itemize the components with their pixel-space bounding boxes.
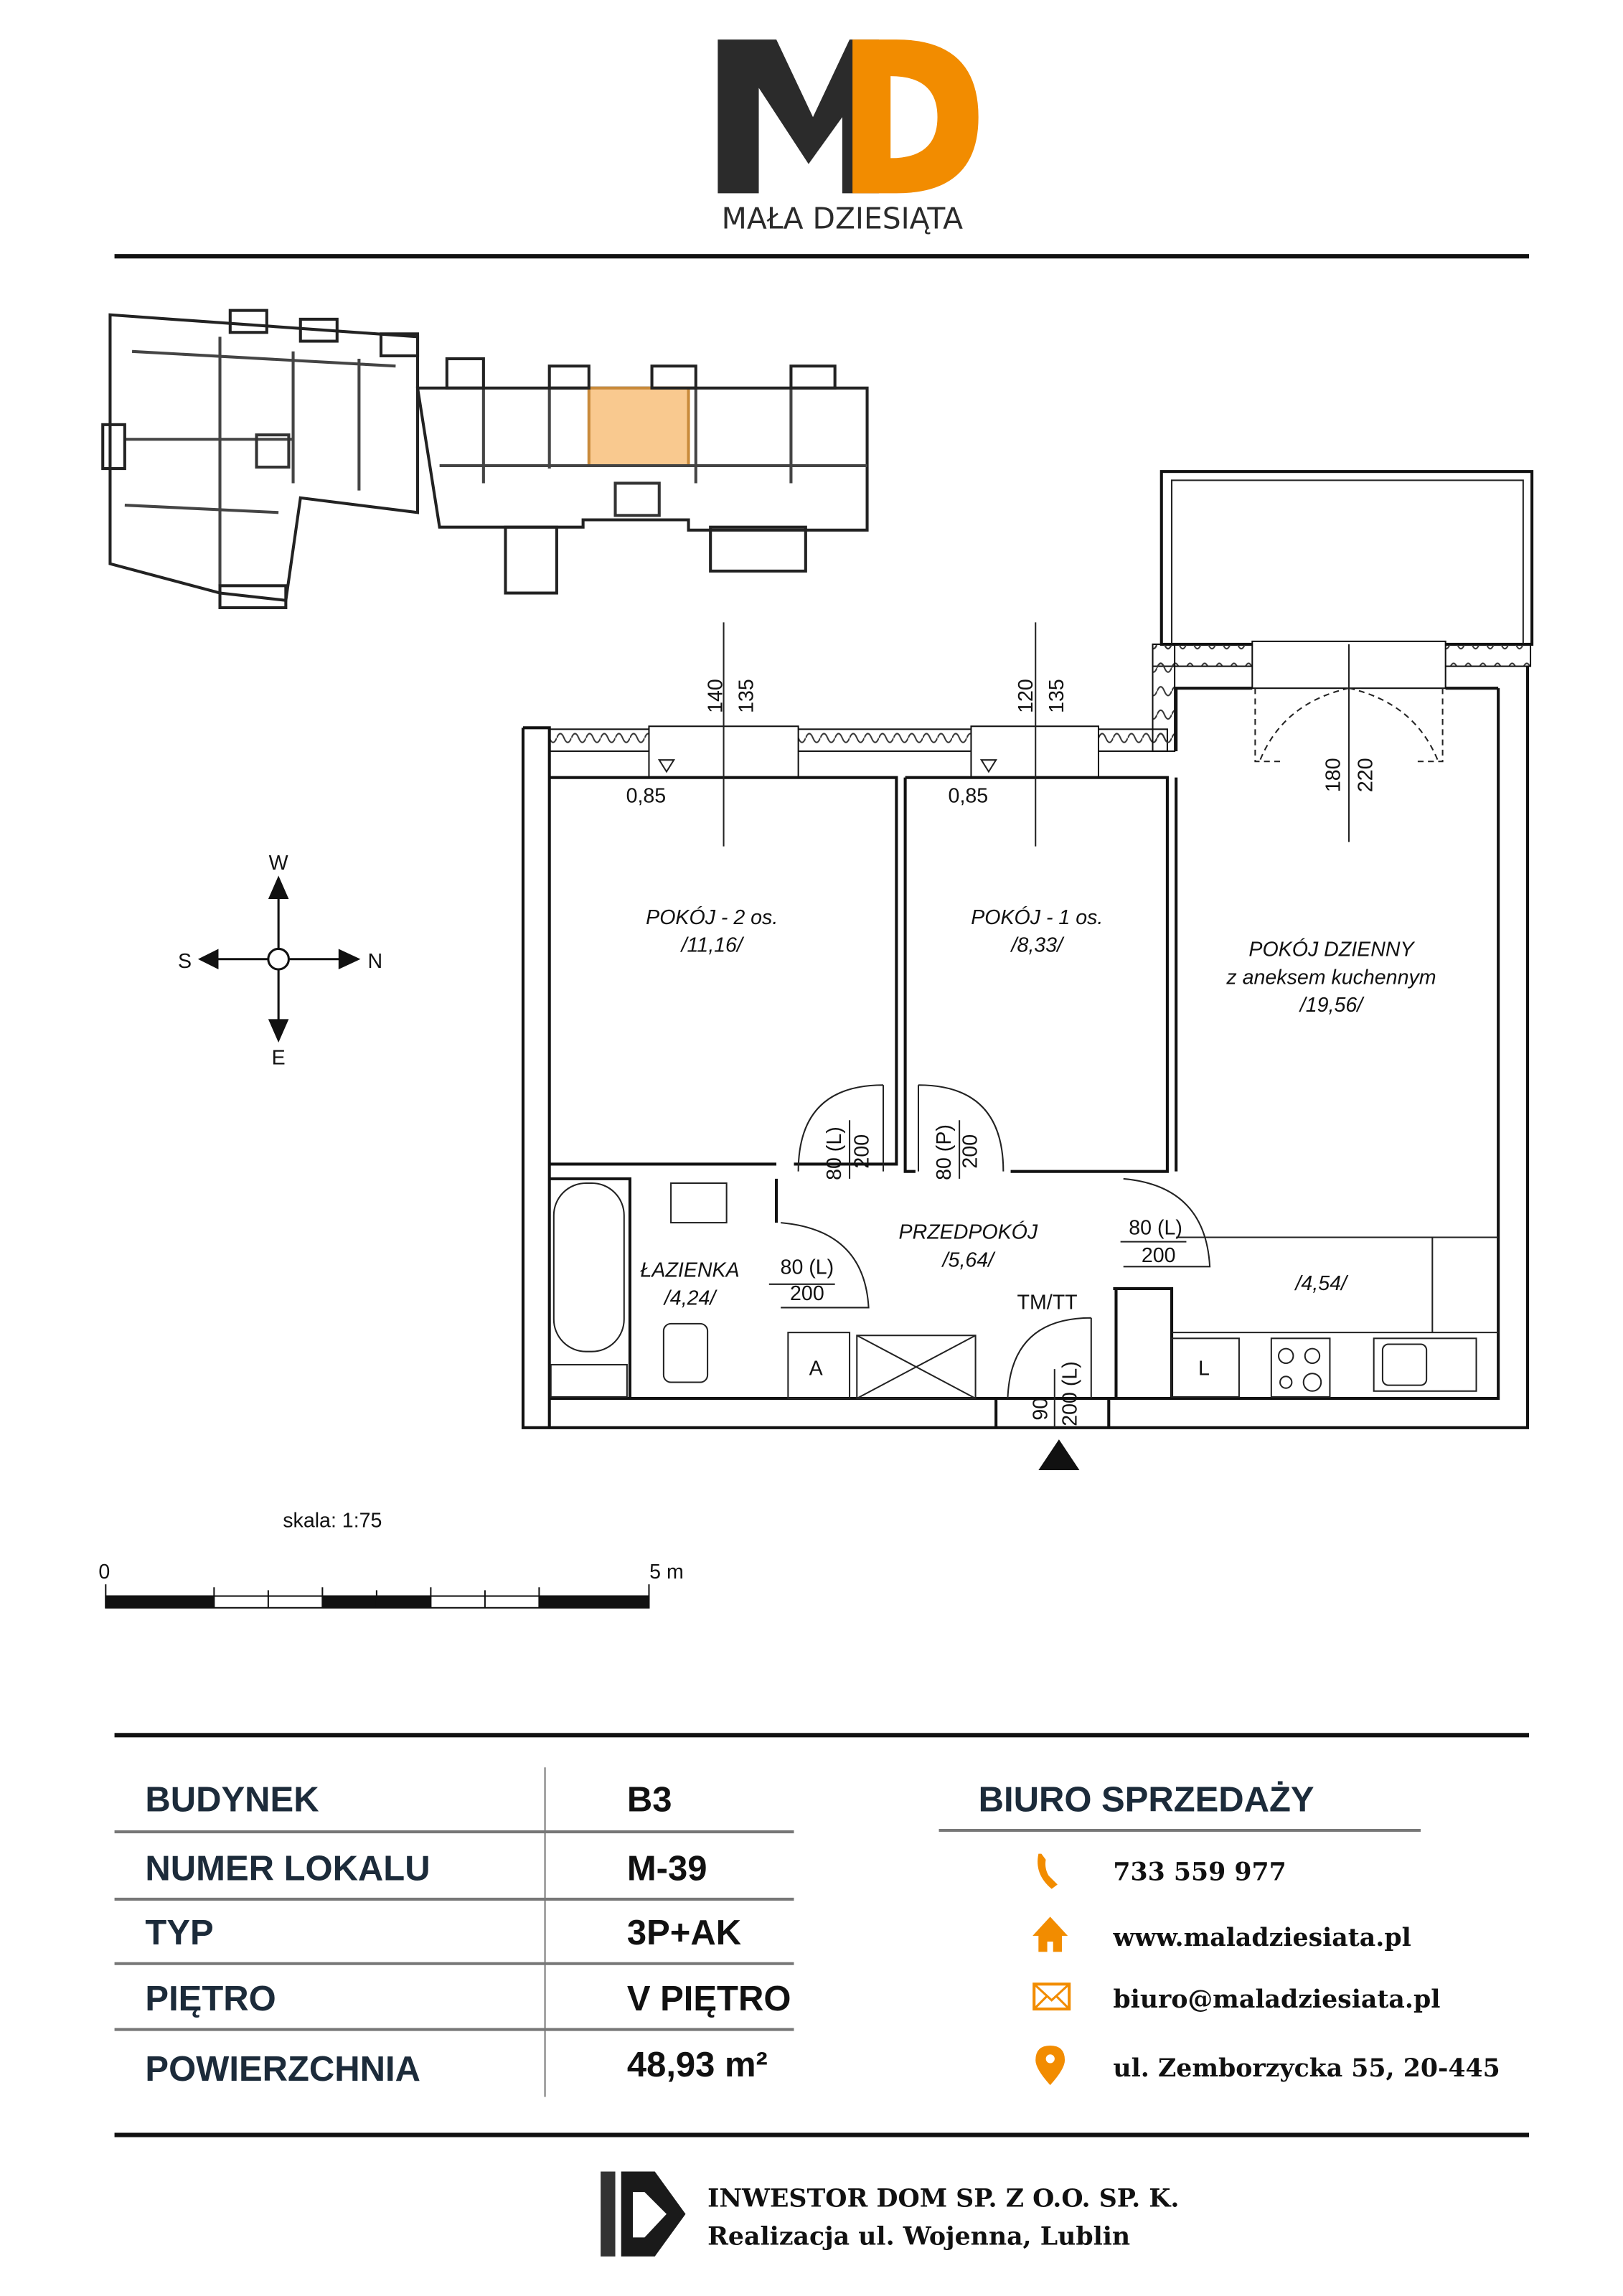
appliance-l-label: L bbox=[1198, 1357, 1210, 1380]
appliance-a-label: A bbox=[809, 1357, 823, 1380]
info-label: POWIERZCHNIA bbox=[145, 2050, 420, 2089]
shaft bbox=[856, 1335, 977, 1399]
window-height: 135 bbox=[735, 679, 758, 713]
room-label: POKÓJ DZIENNY bbox=[1248, 938, 1415, 961]
cooktop bbox=[1270, 1337, 1331, 1398]
room-label: POKÓJ - 2 os. bbox=[646, 905, 778, 929]
fridge bbox=[1171, 1337, 1240, 1398]
room-area: /19,56/ bbox=[1299, 994, 1365, 1017]
door-width: 80 (L) bbox=[781, 1256, 834, 1279]
compass-south: S bbox=[178, 950, 192, 973]
door-width: 80 (P) bbox=[933, 1124, 956, 1180]
contact-website[interactable]: www.maladziesiata.pl bbox=[1112, 1923, 1411, 1952]
toilet bbox=[662, 1322, 709, 1383]
brand-name: MAŁA DZIESIĄTA bbox=[722, 201, 964, 235]
contact-phone[interactable]: 733 559 977 bbox=[1113, 1857, 1286, 1886]
contact-address: ul. Zemborzycka 55, 20-445 bbox=[1113, 2053, 1500, 2083]
window-sill: 0,85 bbox=[949, 784, 989, 807]
info-value: 48,93 m² bbox=[627, 2046, 768, 2084]
door-height: 200 (L) bbox=[1058, 1361, 1081, 1426]
scale-bar: skala: 1:75 0 5 m bbox=[98, 1510, 684, 1609]
window-width: 120 bbox=[1015, 679, 1038, 713]
info-value: B3 bbox=[627, 1780, 672, 1819]
room-area: /11,16/ bbox=[680, 934, 745, 957]
tmtt-label: TM/TT bbox=[1017, 1291, 1078, 1314]
info-value: M-39 bbox=[627, 1849, 707, 1888]
door-height: 200 bbox=[959, 1134, 982, 1169]
brand-logo: MAŁA DZIESIĄTA bbox=[718, 39, 979, 235]
compass-rose: W E S N bbox=[178, 852, 382, 1069]
info-label: PIĘTRO bbox=[145, 1980, 276, 2018]
window-sill: 0,85 bbox=[626, 784, 667, 807]
compass-east: E bbox=[272, 1047, 286, 1070]
door-width: 80 (L) bbox=[823, 1126, 846, 1180]
window-height: 135 bbox=[1045, 679, 1068, 713]
mail-icon bbox=[1032, 1982, 1071, 2011]
door-height: 200 bbox=[851, 1134, 874, 1169]
phone-icon bbox=[1038, 1853, 1058, 1889]
info-label: NUMER LOKALU bbox=[145, 1849, 430, 1888]
kitchen-sink bbox=[1373, 1337, 1477, 1392]
balcony bbox=[1159, 470, 1534, 646]
apartment-floor-plan: POKÓJ - 2 os. /11,16/ POKÓJ - 1 os. /8,3… bbox=[521, 470, 1534, 1470]
entrance-arrow-icon bbox=[1038, 1439, 1080, 1470]
door-width: 80 (L) bbox=[1129, 1216, 1182, 1239]
room-area: /4,54/ bbox=[1294, 1272, 1349, 1295]
apartment-info-table: BUDYNEK B3 NUMER LOKALU M-39 TYP 3P+AK P… bbox=[114, 1767, 794, 2097]
door-height: 200 bbox=[1142, 1244, 1176, 1267]
room-area: /4,24/ bbox=[663, 1286, 718, 1309]
window-width: 140 bbox=[705, 679, 728, 713]
room-label: PRZEDPOKÓJ bbox=[899, 1220, 1038, 1244]
sales-title: BIURO SPRZEDAŻY bbox=[979, 1780, 1314, 1819]
home-icon bbox=[1032, 1916, 1068, 1952]
room-sublabel: z aneksem kuchennym bbox=[1226, 966, 1436, 989]
room-label: POKÓJ - 1 os. bbox=[971, 905, 1103, 929]
door-height: 200 bbox=[790, 1282, 824, 1305]
info-value: 3P+AK bbox=[627, 1914, 741, 1952]
contact-email[interactable]: biuro@maladziesiata.pl bbox=[1113, 1985, 1440, 2014]
room-label: ŁAZIENKA bbox=[641, 1259, 740, 1282]
sales-office: BIURO SPRZEDAŻY 733 559 977 www.maladzie… bbox=[938, 1780, 1500, 2086]
scale-end: 5 m bbox=[649, 1561, 684, 1584]
compass-west: W bbox=[269, 852, 288, 875]
window-width: 180 bbox=[1322, 758, 1345, 792]
compass-north: N bbox=[368, 950, 383, 973]
info-label: TYP bbox=[145, 1914, 213, 1952]
room-area: /8,33/ bbox=[1010, 934, 1065, 957]
scale-label: skala: 1:75 bbox=[283, 1510, 382, 1533]
investor-logo bbox=[601, 2171, 686, 2257]
investor-project: Realizacja ul. Wojenna, Lublin bbox=[707, 2222, 1130, 2252]
building-key-plan bbox=[101, 309, 869, 609]
info-label: BUDYNEK bbox=[145, 1780, 319, 1819]
investor-footer: INWESTOR DOM SP. Z O.O. SP. K. Realizacj… bbox=[601, 2171, 1179, 2257]
info-value: V PIĘTRO bbox=[627, 1980, 791, 2018]
washbasin bbox=[670, 1182, 728, 1224]
window-height: 220 bbox=[1355, 758, 1378, 792]
door-width: 90 bbox=[1030, 1398, 1053, 1421]
scale-start: 0 bbox=[98, 1561, 110, 1584]
bathtub bbox=[552, 1182, 625, 1352]
room-area: /5,64/ bbox=[941, 1248, 997, 1271]
investor-company: INWESTOR DOM SP. Z O.O. SP. K. bbox=[707, 2184, 1179, 2213]
location-pin-icon bbox=[1035, 2046, 1065, 2086]
washing-machine bbox=[787, 1332, 851, 1399]
